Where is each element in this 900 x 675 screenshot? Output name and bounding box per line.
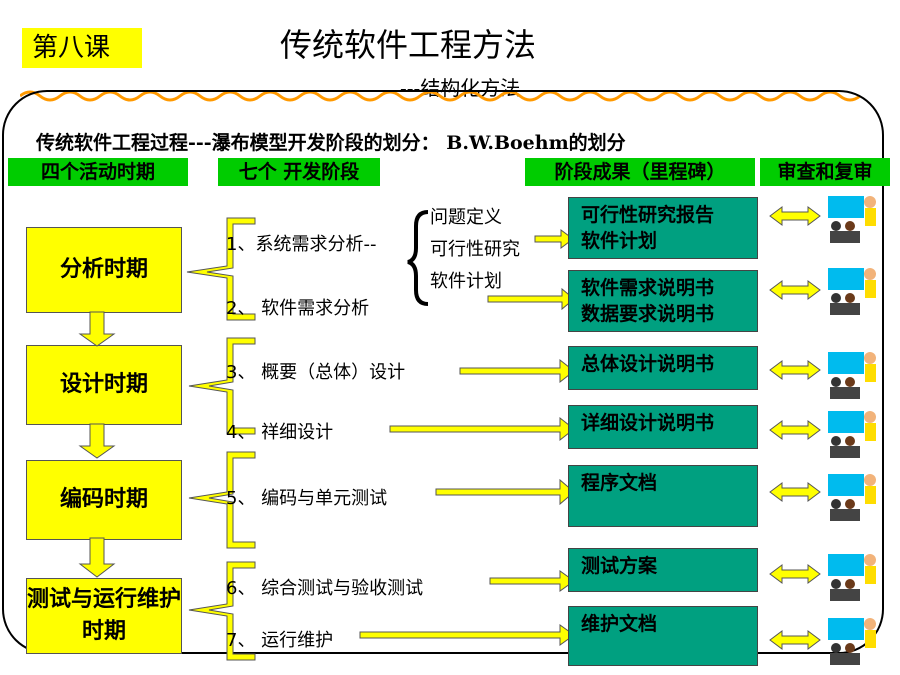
result-3-line1: 总体设计说明书 (581, 353, 715, 375)
review-arrow-5 (769, 482, 821, 502)
result-1-line2: 软件计划 (581, 230, 658, 252)
review-arrow-6 (769, 564, 821, 584)
result-2-line1: 软件需求说明书 (581, 277, 715, 299)
review-meeting-icon (828, 411, 876, 458)
stage-6: 6、 综合测试与验收测试 (226, 578, 424, 599)
review-arrow-2 (769, 280, 821, 300)
down-arrow-2 (78, 423, 116, 459)
arrow-to-result-5 (435, 478, 575, 506)
period-analysis: 分析时期 (26, 227, 182, 313)
result-6-line1: 测试方案 (581, 555, 658, 577)
arrow-to-result-6 (489, 570, 575, 592)
review-meeting-icon (828, 474, 876, 521)
period-testing: 测试与运行维护时期 (26, 578, 182, 654)
review-arrow-3 (769, 360, 821, 380)
bracket-testing (188, 561, 256, 661)
review-meeting-icon (828, 352, 876, 399)
header-activity-periods: 四个活动时期 (8, 158, 188, 186)
stage-5: 5、 编码与单元测试 (226, 488, 388, 509)
page-title: 传统软件工程方法 (280, 26, 537, 64)
header-review: 审查和复审 (760, 158, 890, 186)
result-5: 程序文档 (568, 465, 758, 527)
stage-4: 4、 祥细设计 (226, 422, 334, 443)
subtask-problem-definition: 问题定义 (430, 207, 502, 228)
review-arrow-4 (769, 420, 821, 440)
stage-3: 3、 概要（总体）设计 (226, 362, 406, 383)
arrow-to-result-7 (359, 624, 575, 646)
bracket-coding (188, 451, 256, 549)
header-milestones: 阶段成果（里程碑） (525, 158, 755, 186)
result-3: 总体设计说明书 (568, 346, 758, 390)
result-7-line1: 维护文档 (581, 613, 658, 635)
arrow-to-result-4 (389, 416, 575, 442)
review-meeting-icon (828, 196, 876, 243)
result-7: 维护文档 (568, 606, 758, 666)
content-frame (2, 90, 884, 654)
lesson-badge: 第八课 (22, 28, 142, 68)
result-2-line2: 数据要求说明书 (581, 303, 715, 325)
result-4: 详细设计说明书 (568, 405, 758, 449)
result-5-line1: 程序文档 (581, 472, 658, 494)
result-1: 可行性研究报告 软件计划 (568, 197, 758, 259)
result-1-line1: 可行性研究报告 (581, 204, 715, 226)
period-design: 设计时期 (26, 345, 182, 425)
review-arrow-1 (769, 206, 821, 226)
period-coding: 编码时期 (26, 460, 182, 540)
bracket-analysis (186, 217, 256, 321)
review-meeting-icon (828, 554, 876, 601)
subtask-feasibility-study: 可行性研究 (430, 239, 520, 260)
subtask-software-plan: 软件计划 (430, 271, 502, 292)
subtask-brace (407, 210, 429, 306)
bracket-design (188, 337, 256, 435)
review-meeting-icon (828, 268, 876, 315)
result-2: 软件需求说明书 数据要求说明书 (568, 270, 758, 332)
review-meeting-icon (828, 618, 876, 665)
process-description: 传统软件工程过程---瀑布模型开发阶段的划分： B.W.Boehm的划分 (36, 132, 626, 154)
down-arrow-1 (78, 311, 116, 347)
review-arrow-7 (769, 630, 821, 650)
result-4-line1: 详细设计说明书 (581, 412, 715, 434)
result-6: 测试方案 (568, 548, 758, 592)
stage-7: 7、 运行维护 (226, 630, 334, 651)
wavy-divider (20, 90, 861, 102)
down-arrow-3 (78, 537, 116, 578)
header-dev-stages: 七个 开发阶段 (218, 158, 380, 186)
arrow-to-result-1 (534, 229, 574, 249)
stage-2: 2、 软件需求分析 (226, 298, 370, 319)
arrow-to-result-3 (459, 358, 575, 384)
stage-1: 1、系统需求分析-- (226, 234, 377, 255)
